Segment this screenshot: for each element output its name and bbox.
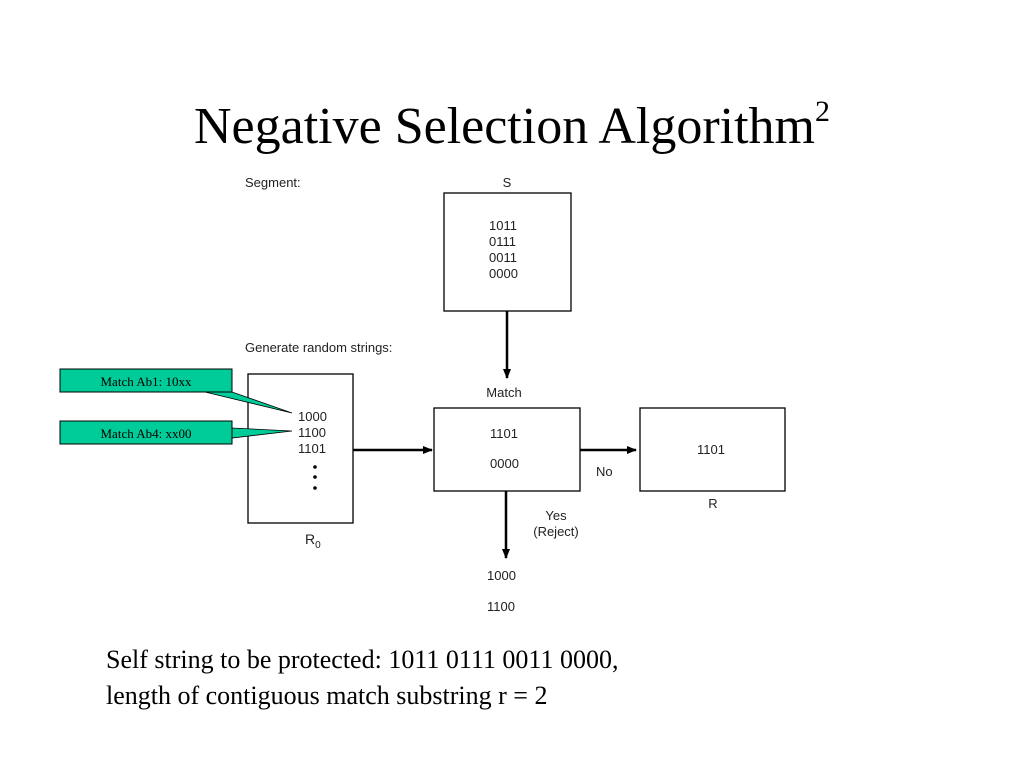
s-box-string: 0011: [489, 250, 517, 265]
s-box: [443, 192, 572, 312]
s-box-string: 0111: [489, 234, 516, 249]
r-box-label: R: [708, 496, 717, 511]
callout-text-ab1: Match Ab1: 10xx: [101, 374, 192, 389]
r0-box-label: R0: [305, 531, 321, 551]
slide-title: Negative Selection Algorithm2: [0, 94, 1024, 155]
title-text: Negative Selection Algorithm: [194, 98, 815, 155]
match-box-string: 0000: [490, 456, 519, 471]
r0-label-main: R: [305, 531, 315, 547]
ellipsis-dot: [313, 486, 317, 490]
caption-line-1: Self string to be protected: 1011 0111 0…: [106, 645, 619, 674]
ellipsis-dot: [313, 465, 317, 469]
s-box-label: S: [503, 175, 512, 190]
generate-label: Generate random strings:: [245, 340, 392, 355]
callout-box-ab1: [59, 368, 233, 393]
ellipsis-dot: [313, 475, 317, 479]
match-label: Match: [486, 385, 521, 400]
callout-box-ab4: [59, 420, 233, 445]
r-box-string: 1101: [697, 442, 725, 457]
rejected-string: 1000: [487, 568, 516, 583]
segment-label: Segment:: [245, 175, 301, 190]
s-box-string: 1011: [489, 218, 517, 233]
title-superscript: 2: [814, 94, 830, 128]
callout-text-ab4: Match Ab4: xx00: [101, 426, 192, 441]
no-label: No: [596, 464, 613, 479]
match-box-string: 1101: [490, 426, 518, 441]
match-box: [433, 407, 581, 492]
r0-box: [247, 373, 354, 524]
rejected-string: 1100: [487, 599, 515, 614]
r0-label-subscript: 0: [315, 540, 321, 551]
r0-box-string: 1000: [298, 409, 327, 424]
r0-box-string: 1100: [298, 425, 326, 440]
r-box: [639, 407, 786, 492]
r0-box-string: 1101: [298, 441, 326, 456]
caption-line-2: length of contiguous match substring r =…: [106, 681, 548, 710]
caption: Self string to be protected: 1011 0111 0…: [106, 642, 906, 714]
s-box-string: 0000: [489, 266, 518, 281]
reject-label: (Reject): [533, 524, 579, 539]
yes-label: Yes: [545, 508, 567, 523]
